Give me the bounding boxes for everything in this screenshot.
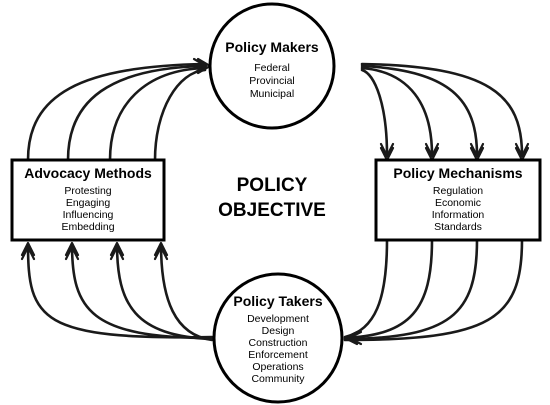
arrowhead-icon	[64, 245, 80, 261]
policy-makers-title: Policy Makers	[225, 39, 319, 55]
advocacy-methods-title: Advocacy Methods	[24, 165, 152, 181]
arrowhead-icon	[109, 245, 125, 261]
flow-line	[108, 66, 207, 162]
makers-to-mechanisms-flows	[360, 62, 530, 162]
flow-line	[343, 238, 434, 340]
advocacy-to-makers-flows	[26, 57, 212, 162]
flow-line	[26, 62, 207, 162]
policy-makers-circle	[208, 2, 336, 130]
arrowhead-icon	[379, 142, 395, 158]
policy-takers-item: Development	[247, 313, 309, 325]
flow-line	[115, 242, 214, 341]
arrowhead-icon	[469, 142, 485, 158]
advocacy-methods-node: Advocacy Methods Protesting Engaging Inf…	[10, 158, 166, 242]
flow-line	[66, 64, 207, 162]
policy-makers-item: Federal	[254, 62, 290, 74]
policy-takers-circle	[212, 272, 344, 404]
flow-line	[343, 238, 389, 339]
arrowhead-icon	[64, 241, 80, 257]
policy-mechanisms-item: Economic	[435, 197, 481, 209]
policy-takers-item: Enforcement	[248, 349, 308, 361]
arrowhead-icon	[192, 57, 208, 75]
policy-mechanisms-title: Policy Mechanisms	[393, 165, 522, 181]
arrowhead-icon	[514, 142, 530, 158]
policy-mechanisms-box	[374, 158, 542, 242]
advocacy-methods-item: Protesting	[64, 185, 111, 197]
policy-takers-item: Construction	[249, 337, 308, 349]
policy-takers-title: Policy Takers	[233, 293, 322, 309]
policy-mechanisms-node: Policy Mechanisms Regulation Economic In…	[374, 158, 542, 242]
arrowhead-icon	[343, 330, 359, 346]
flow-line	[343, 238, 479, 341]
advocacy-methods-item: Engaging	[66, 197, 111, 209]
flow-line	[360, 64, 479, 157]
policy-mechanisms-item: Standards	[434, 221, 482, 233]
flow-line	[360, 62, 524, 157]
takers-to-advocacy-flows	[20, 241, 214, 342]
flow-line	[153, 68, 207, 162]
flow-line	[360, 66, 434, 157]
flow-line	[26, 242, 214, 339]
advocacy-methods-item: Embedding	[61, 221, 114, 233]
center-line-1: POLICY	[237, 175, 308, 196]
arrowhead-icon	[20, 241, 36, 257]
advocacy-methods-box	[10, 158, 166, 242]
flow-line	[343, 238, 524, 342]
arrowhead-icon	[347, 330, 363, 346]
center-line-2: OBJECTIVE	[218, 200, 326, 221]
policy-takers-item: Community	[251, 373, 305, 385]
policy-objective-label: POLICY OBJECTIVE	[218, 175, 326, 221]
arrowhead-icon	[153, 245, 169, 261]
policy-makers-item: Provincial	[249, 75, 295, 87]
policy-takers-item: Operations	[252, 361, 303, 373]
policy-mechanisms-item: Information	[432, 209, 485, 221]
flow-line	[159, 242, 214, 342]
policy-takers-item: Design	[262, 325, 295, 337]
arrowhead-icon	[153, 241, 169, 257]
arrowhead-icon	[109, 241, 125, 257]
mechanisms-to-takers-flows	[343, 238, 524, 346]
policy-makers-node: Policy Makers Federal Provincial Municip…	[208, 2, 336, 130]
policy-mechanisms-item: Regulation	[433, 185, 483, 197]
advocacy-methods-item: Influencing	[63, 209, 114, 221]
policy-takers-node: Policy Takers Development Design Constru…	[212, 272, 344, 404]
arrowhead-icon	[424, 142, 440, 158]
flow-line	[70, 242, 214, 340]
policy-makers-item: Municipal	[250, 88, 294, 100]
flow-line	[360, 68, 389, 157]
arrowhead-icon	[20, 245, 36, 261]
